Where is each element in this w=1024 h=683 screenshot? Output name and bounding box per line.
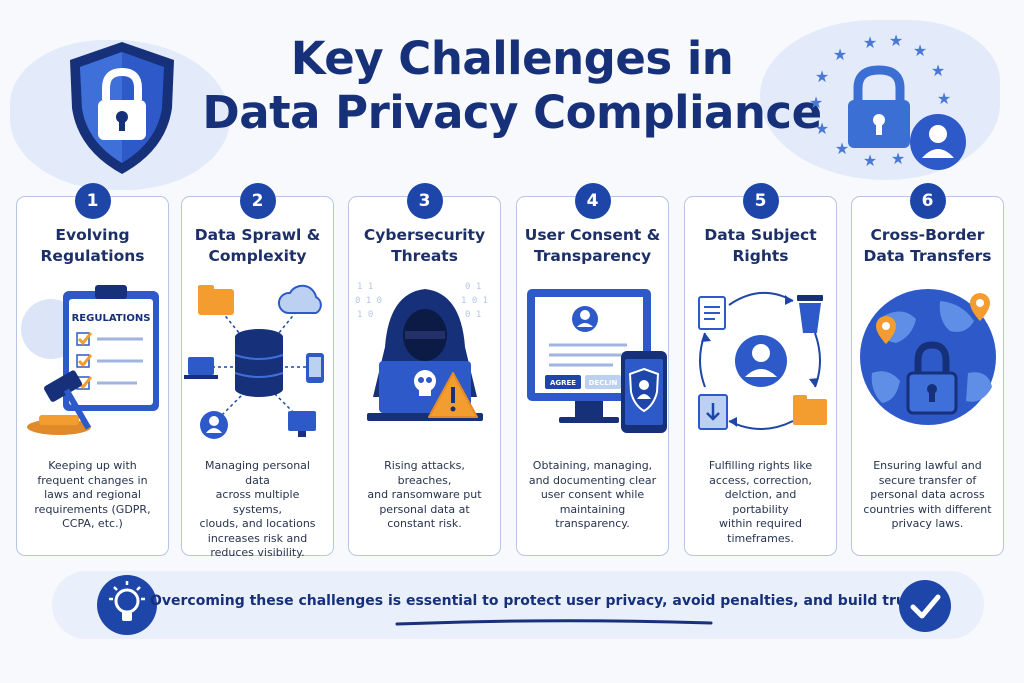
card-title: Data Subject Rights	[704, 226, 817, 265]
card-title: Data Sprawl & Complexity	[194, 226, 321, 265]
summary-text: Overcoming these challenges is essential…	[150, 593, 927, 609]
svg-text:★: ★	[931, 61, 945, 80]
lightbulb-icon	[97, 575, 157, 635]
database-network-icon	[184, 284, 324, 439]
card-description: Obtaining, managing, and documenting cle…	[528, 459, 657, 530]
card-title: Evolving Regulations	[40, 226, 145, 265]
summary-banner	[52, 571, 984, 639]
svg-text:★: ★	[863, 151, 877, 170]
svg-text:0 1: 0 1	[465, 310, 481, 320]
challenge-card-data-subject-rights: 5 Data Subject Rights Fulfilling rights …	[684, 183, 837, 556]
page-title: Key Challenges in Data Privacy Complianc…	[180, 32, 844, 140]
card-title: Cybersecurity Threats	[363, 226, 486, 265]
card-description: Ensuring lawful and secure transfer of p…	[863, 459, 992, 530]
card-description: Keeping up with frequent changes in laws…	[34, 459, 151, 530]
card-title: User Consent & Transparency	[524, 226, 661, 265]
card-number-badge: 1	[74, 183, 111, 219]
shield-lock-icon	[70, 42, 174, 174]
title-line-1: Key Challenges in	[290, 32, 734, 85]
globe-lock-pin-icon	[860, 289, 996, 425]
challenge-card-evolving-regulations: 1 Evolving Regulations REGULATIONS Keepi…	[16, 183, 169, 556]
card-description: Rising attacks, breaches, and ransomware…	[367, 459, 482, 530]
card-number-badge: 3	[406, 183, 443, 219]
checkmark-icon	[899, 580, 951, 632]
svg-text:★: ★	[863, 33, 877, 52]
card-title: Cross-Border Data Transfers	[863, 226, 992, 265]
svg-text:★: ★	[833, 45, 847, 64]
data-rights-cycle-icon	[698, 291, 827, 430]
summary-underline	[395, 619, 713, 626]
svg-text:★: ★	[891, 149, 905, 168]
svg-text:1 0 1: 1 0 1	[461, 296, 488, 306]
card-number-badge: 2	[239, 183, 276, 219]
svg-text:★: ★	[815, 67, 829, 86]
agree-button-label: AGREE	[550, 379, 576, 387]
regulations-label: REGULATIONS	[72, 313, 151, 324]
title-line-2: Data Privacy Compliance	[202, 86, 822, 139]
hacker-skull-warning-icon: 1 1 0 1 0 1 0 0 1 1 0 1 0 1	[355, 282, 488, 421]
card-number-badge: 6	[909, 183, 946, 219]
challenge-card-user-consent: 4 User Consent & Transparency AGREE DECL…	[516, 183, 669, 556]
svg-text:★: ★	[809, 93, 823, 112]
svg-text:1 1: 1 1	[357, 282, 373, 292]
decline-button-label: DECLIN	[589, 379, 618, 387]
svg-text:★: ★	[835, 139, 849, 158]
svg-text:1 0: 1 0	[357, 310, 373, 320]
svg-text:★: ★	[937, 89, 951, 108]
svg-text:★: ★	[815, 119, 829, 138]
card-description: Fulfilling rights like access, correctio…	[708, 459, 813, 545]
svg-text:0 1: 0 1	[465, 282, 481, 292]
card-number-badge: 5	[742, 183, 779, 219]
consent-monitor-phone-icon: AGREE DECLIN	[527, 289, 667, 433]
challenge-card-cross-border: 6 Cross-Border Data Transfers Ensuring l…	[851, 183, 1004, 556]
svg-text:0 1 0: 0 1 0	[355, 296, 382, 306]
svg-text:★: ★	[889, 31, 903, 50]
card-description: Managing personal data across multiple s…	[199, 459, 316, 559]
challenge-card-data-sprawl: 2 Data Sprawl & Complexity Managing pers…	[181, 183, 334, 559]
eu-stars-lock-icon: ★★★ ★★★ ★★★ ★★★	[809, 31, 966, 170]
regulations-checklist-gavel-icon: REGULATIONS	[21, 285, 159, 435]
svg-text:★: ★	[913, 41, 927, 60]
card-number-badge: 4	[574, 183, 611, 219]
